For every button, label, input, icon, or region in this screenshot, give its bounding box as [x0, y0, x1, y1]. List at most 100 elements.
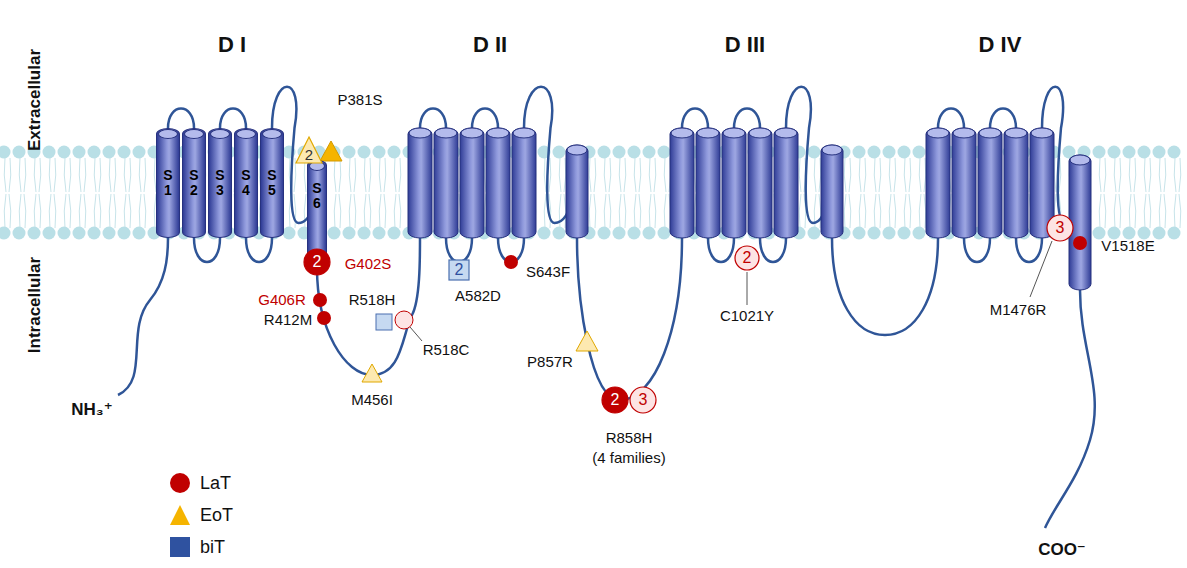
helix-cap [1005, 128, 1027, 138]
lipid-head [1093, 146, 1106, 159]
lipid-head [388, 146, 401, 159]
helix-cap [513, 128, 535, 138]
helix-cap [158, 129, 178, 139]
lipid-head [913, 146, 926, 159]
helix-cap [697, 128, 719, 138]
lipid-head [553, 227, 566, 240]
lipid-head [853, 227, 866, 240]
lipid-head [133, 227, 146, 240]
mutation-label: R518C [423, 341, 470, 358]
helix-cap [775, 128, 797, 138]
helix-cylinder [722, 128, 746, 238]
helix-cylinder [774, 128, 798, 238]
lipid-head [358, 146, 371, 159]
marker-circle [304, 249, 330, 275]
lipid-head [328, 227, 341, 240]
helix-cap [723, 128, 745, 138]
helix-cap [1031, 128, 1053, 138]
lat-marker [1073, 236, 1087, 250]
legend-swatch [170, 505, 190, 525]
marker-circle [602, 387, 628, 413]
helix-cylinder [952, 128, 976, 238]
mutation-marker: 3 [1046, 214, 1074, 242]
lipid-head [868, 146, 881, 159]
terminus-label: NH₃⁺ [71, 400, 112, 420]
legend-text: EoT [200, 505, 233, 526]
lipid-head [133, 146, 146, 159]
lipid-head [913, 227, 926, 240]
mutation-label: M1476R [990, 301, 1047, 318]
mutation-label: M456I [351, 391, 393, 408]
mutation-label: G402S [345, 255, 392, 272]
segment-label: S 4 [241, 168, 251, 199]
lat-marker [313, 293, 327, 307]
lat-marker [504, 255, 518, 269]
mutation-label: R518H [349, 291, 396, 308]
lipid-head [88, 146, 101, 159]
helix-cylinder [486, 128, 510, 238]
leader-line [747, 272, 748, 305]
helix-cap [184, 129, 204, 139]
family-note: (4 families) [592, 449, 665, 466]
lipid-head [1168, 227, 1181, 240]
lat-marker [395, 311, 413, 329]
mutation-label: S643F [526, 263, 570, 280]
mutation-marker: 2 [448, 259, 470, 281]
lipid-head [898, 146, 911, 159]
lipid-head [118, 227, 131, 240]
helix-cap [749, 128, 771, 138]
helix-segment: S 3 [208, 128, 232, 238]
lipid-head [658, 227, 671, 240]
eot-marker [320, 141, 342, 161]
lipid-head [808, 227, 821, 240]
helix-cap [671, 128, 693, 138]
mutation-label: V1518E [1101, 237, 1154, 254]
helix-cylinder [696, 128, 720, 238]
lipid-head [598, 227, 611, 240]
lat-marker [317, 311, 331, 325]
callout-number: 2 [295, 136, 323, 164]
mutation-marker: 2 [601, 386, 629, 414]
leader-line [1030, 241, 1052, 297]
lipid-head [358, 227, 371, 240]
lipid-head [598, 146, 611, 159]
helix-cap [822, 145, 842, 155]
lipid-head [808, 146, 821, 159]
helix-segment: S 5 [260, 128, 284, 238]
callout-number: 2 [734, 245, 760, 271]
mutation-marker: 2 [734, 245, 760, 271]
mutation-label: P857R [527, 353, 573, 370]
domain-label: D IV [979, 32, 1022, 57]
helix-cap [927, 128, 949, 138]
lipid-head [898, 227, 911, 240]
mutation-marker: 2 [295, 136, 323, 164]
segment-label: S 6 [312, 181, 322, 212]
eot-marker [576, 331, 598, 351]
segment-label: S 2 [189, 168, 199, 199]
lipid-head [628, 146, 641, 159]
domain-label: D III [725, 32, 765, 57]
helix-cap [487, 128, 509, 138]
helix-cap [953, 128, 975, 138]
helix-cylinder [978, 128, 1002, 238]
lipid-head [553, 146, 566, 159]
lipid-head [1138, 146, 1151, 159]
bit-marker [376, 314, 392, 330]
mutation-label: A582D [455, 287, 501, 304]
lipid-head [43, 227, 56, 240]
mutation-label: G406R [258, 291, 306, 308]
domain-label: D II [473, 32, 507, 57]
marker-circle [630, 387, 656, 413]
lipid-head [388, 227, 401, 240]
segment-label: S 1 [163, 168, 173, 199]
lipid-head [538, 227, 551, 240]
helix-cap [409, 128, 431, 138]
lipid-head [118, 146, 131, 159]
region-label: Intracellular [25, 257, 45, 353]
lipid-head [73, 146, 86, 159]
eot-marker [362, 364, 382, 382]
helix-cylinder [566, 145, 588, 238]
marker-circle [735, 246, 759, 270]
helix-cylinder [821, 145, 843, 238]
callout-number: 3 [1046, 214, 1074, 242]
